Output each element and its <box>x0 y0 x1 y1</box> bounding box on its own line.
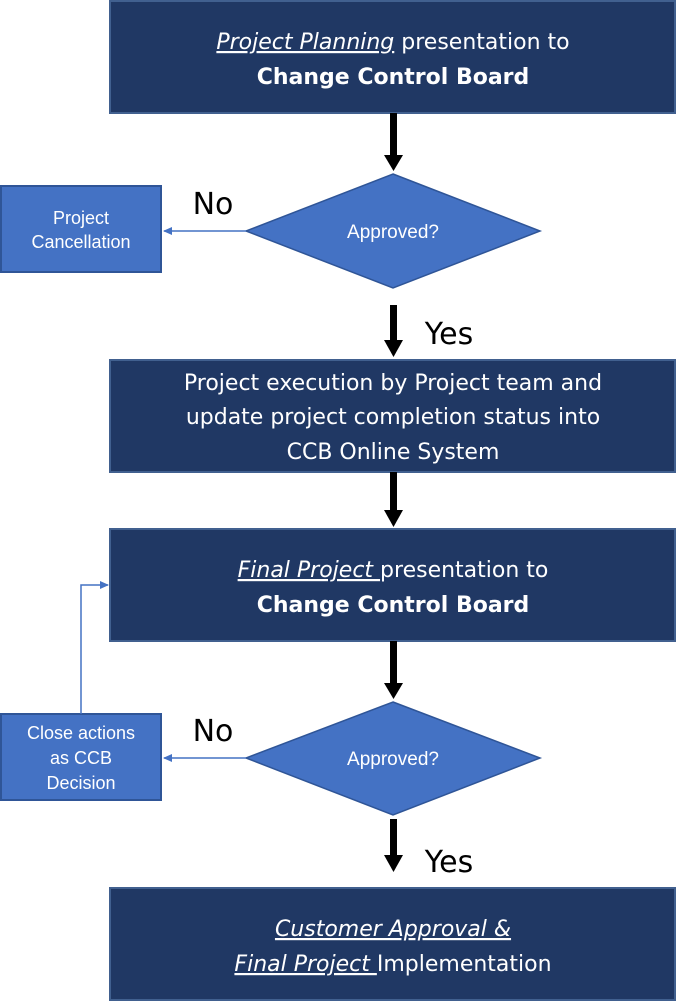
close-line3: Decision <box>46 773 115 793</box>
arrow-decision2-to-customer <box>384 819 403 872</box>
customer-line1: Customer Approval & <box>275 917 511 942</box>
planning-rest-text: presentation to <box>394 30 569 55</box>
decision1-diamond: Approved? <box>243 173 543 289</box>
planning-italic-text: Project Planning <box>216 30 394 55</box>
yes-label-1: Yes <box>424 317 473 352</box>
close-line2: as CCB <box>50 748 112 768</box>
arrow-planning-to-decision1 <box>384 113 403 171</box>
project-cancellation-box: Project Cancellation <box>0 185 162 273</box>
customer-line2-italic: Final Project <box>234 952 376 977</box>
customer-approval-box: Customer Approval & Final Project Implem… <box>109 887 676 1001</box>
cancel-line1: Project <box>53 208 109 228</box>
yes-label-2: Yes <box>424 845 473 880</box>
execution-line1: Project execution by Project team and <box>184 371 602 396</box>
planning-line2-text: Change Control Board <box>257 65 530 90</box>
execution-line3: CCB Online System <box>287 440 500 465</box>
arrow-final-to-decision2 <box>384 641 403 699</box>
customer-line2-rest: Implementation <box>377 952 552 977</box>
decision2-diamond: Approved? <box>243 701 543 816</box>
arrow-decision1-to-execution <box>384 305 403 357</box>
no-label-1: No <box>193 187 234 222</box>
project-execution-box: Project execution by Project team and up… <box>109 359 676 473</box>
final-rest-text: presentation to <box>380 558 548 583</box>
no-label-2: No <box>193 714 234 749</box>
final-line2-text: Change Control Board <box>257 593 530 618</box>
decision2-label: Approved? <box>347 749 439 770</box>
svg-text:Project Planning presentation: Project Planning presentation to <box>216 30 569 55</box>
cancel-line2: Cancellation <box>31 232 130 252</box>
final-project-box: Final Project presentation to Change Con… <box>109 528 676 642</box>
arrow-close-to-final <box>80 581 109 714</box>
project-planning-box: Project Planning presentation to Change … <box>109 0 676 114</box>
arrow-execution-to-final <box>384 472 403 527</box>
decision1-label: Approved? <box>347 222 439 243</box>
svg-text:Final Project Implementation: Final Project Implementation <box>234 952 551 977</box>
final-italic-text: Final Project <box>238 558 380 583</box>
close-actions-box: Close actions as CCB Decision <box>0 713 162 801</box>
svg-text:Final Project presentation to: Final Project presentation to <box>238 558 549 583</box>
execution-line2: update project completion status into <box>186 405 600 430</box>
close-line1: Close actions <box>27 723 135 743</box>
